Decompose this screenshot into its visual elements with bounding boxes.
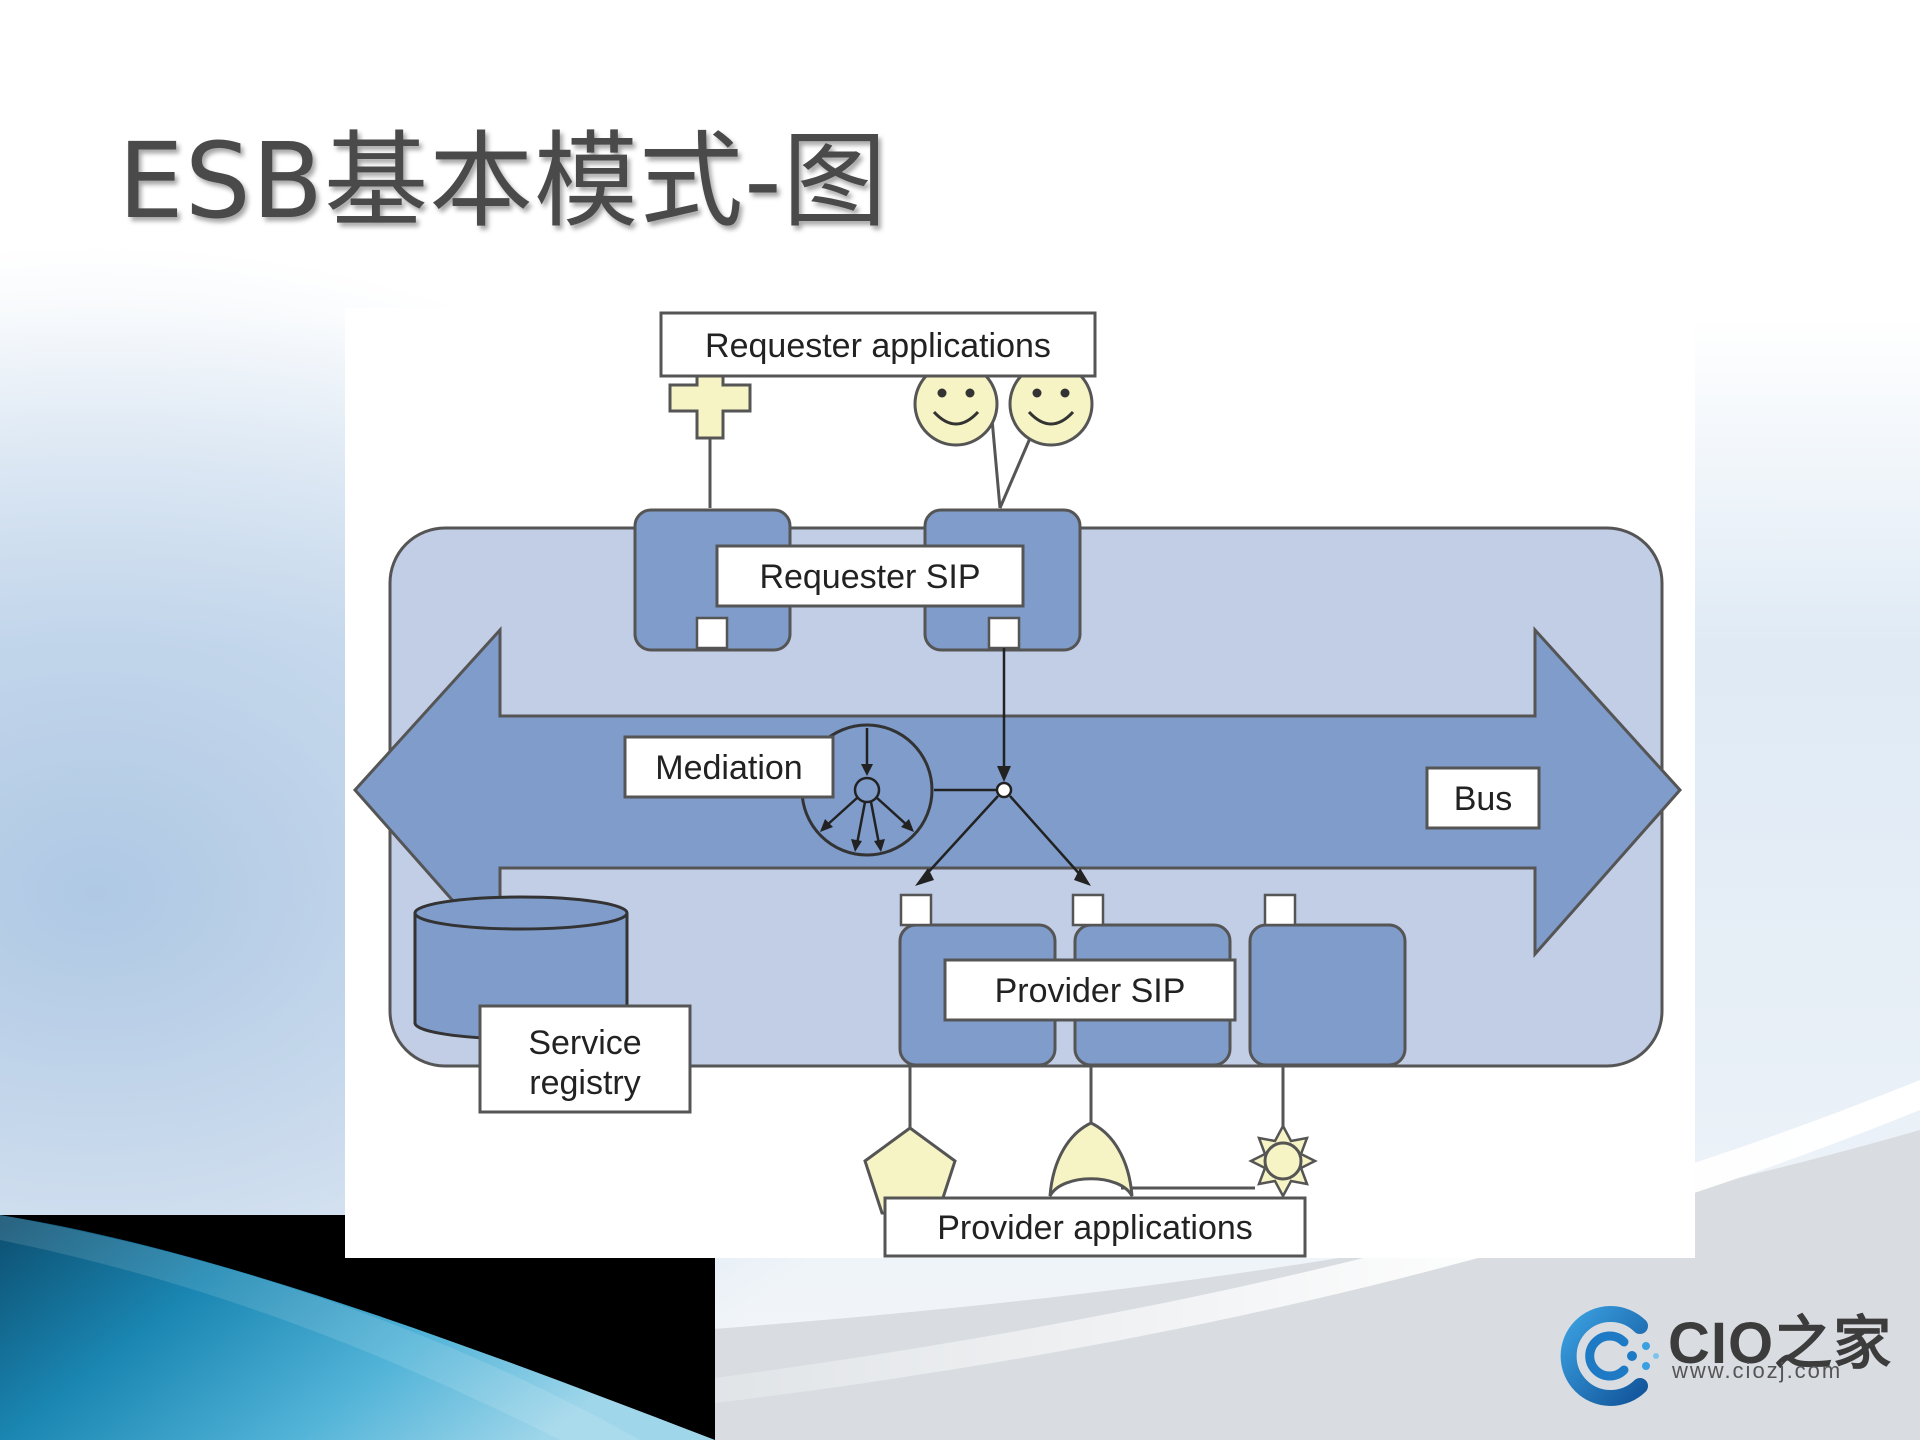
mediation-label-box: Mediation	[623, 735, 835, 799]
service-registry-label-box: Service registry	[478, 1004, 692, 1114]
requester-sip-label: Requester SIP	[759, 558, 980, 596]
requester-sip-label-box: Requester SIP	[715, 544, 1025, 608]
service-registry-label-line: Service	[528, 1024, 641, 1062]
provider-applications-box: Provider applications	[883, 1196, 1307, 1258]
requester-port	[695, 616, 729, 650]
provider-port	[899, 893, 933, 927]
arch-icon	[1048, 1121, 1134, 1197]
requester-applications-label: Requester applications	[705, 327, 1051, 365]
provider-port	[1071, 893, 1105, 927]
mediation-label: Mediation	[655, 749, 802, 787]
smiley-face-icon	[1008, 361, 1094, 447]
logo-name: CIO之家	[1668, 1311, 1893, 1376]
logo-url: www.ciozj.com	[1672, 1358, 1843, 1383]
service-registry-label-line: registry	[529, 1064, 640, 1102]
slide-title: ESB基本模式-图	[118, 120, 888, 242]
smiley-face-icon	[913, 361, 999, 447]
requester-port	[987, 616, 1021, 650]
provider-sip-block	[1248, 923, 1407, 1067]
provider-port	[1263, 893, 1297, 927]
junction-node	[995, 781, 1013, 799]
bus-label: Bus	[1454, 780, 1513, 818]
provider-sip-label-box: Provider SIP	[943, 958, 1237, 1022]
cross-icon	[668, 356, 752, 440]
provider-sip-label: Provider SIP	[995, 972, 1186, 1010]
bus-label-box: Bus	[1425, 766, 1541, 830]
requester-applications-box: Requester applications	[659, 311, 1097, 378]
cio-c-logo-icon	[1560, 1306, 1659, 1406]
provider-applications-label: Provider applications	[937, 1209, 1253, 1247]
sun-icon	[1248, 1123, 1318, 1199]
esb-diagram: Requester applications Requester SIP Med…	[345, 308, 1695, 1258]
